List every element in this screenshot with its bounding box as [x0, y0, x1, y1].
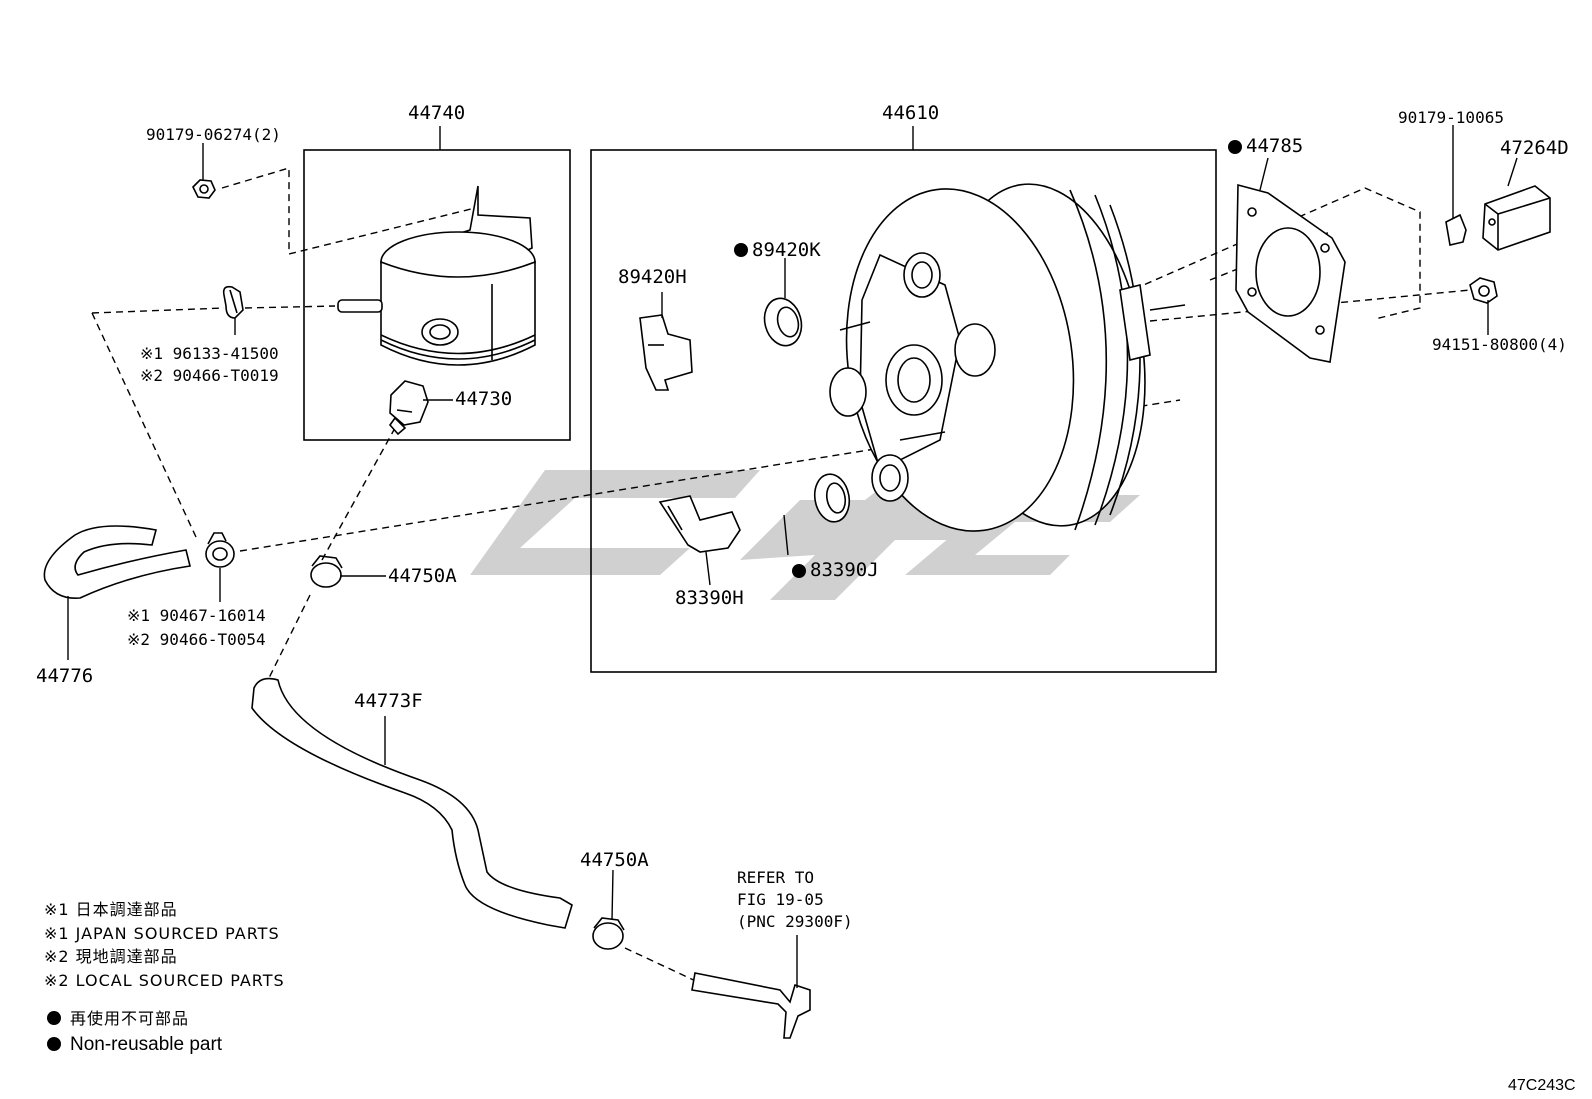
label-47264D[interactable]: 47264D [1500, 137, 1569, 159]
non-reusable-bullet-83390J [792, 564, 806, 578]
refer-note-line-1: REFER TO [737, 868, 814, 887]
label-44740[interactable]: 44740 [408, 102, 465, 124]
legend-nonreusable-en: Non-reusable part [70, 1034, 223, 1055]
diagram-code: 47C243C [1508, 1077, 1576, 1094]
label-94151-80800[interactable]: 94151-80800(4) [1432, 335, 1567, 354]
label-44750A-upper[interactable]: 44750A [388, 565, 457, 587]
label-89420K[interactable]: 89420K [752, 239, 821, 261]
label-44773F[interactable]: 44773F [354, 690, 423, 712]
legend-japan-en: ※1 JAPAN SOURCED PARTS [44, 924, 280, 943]
label-90466-T0019[interactable]: ※2 90466-T0019 [140, 366, 279, 385]
clamp-90467-drawing [205, 532, 235, 568]
legend-bullet-1 [47, 1011, 61, 1025]
label-96133-41500[interactable]: ※1 96133-41500 [140, 344, 279, 363]
label-44776[interactable]: 44776 [36, 665, 93, 687]
label-90179-06274[interactable]: 90179-06274(2) [146, 125, 281, 144]
legend-bullet-2 [47, 1037, 61, 1051]
clip-96133-drawing [222, 285, 244, 319]
valve-89420H-drawing [639, 314, 693, 391]
gasket-44785-drawing [1235, 183, 1346, 363]
clamp-44750A-lower-drawing [592, 917, 625, 950]
group-box-booster [590, 149, 1217, 673]
hose-44776-drawing [43, 525, 191, 599]
label-83390H[interactable]: 83390H [675, 587, 744, 609]
label-90467-16014[interactable]: ※1 90467-16014 [127, 606, 266, 625]
group-box-reservoir [303, 149, 571, 441]
grommet-83390J-drawing [813, 473, 851, 523]
label-44610[interactable]: 44610 [882, 102, 939, 124]
non-reusable-bullet-44785 [1228, 140, 1242, 154]
pipe-29300F-drawing [691, 972, 811, 1039]
legend-japan-jp: ※1 日本調達部品 [44, 900, 178, 919]
refer-note-line-2: FIG 19-05 [737, 890, 824, 909]
label-44785[interactable]: 44785 [1246, 135, 1303, 157]
non-reusable-bullet-89420K [734, 243, 748, 257]
clevis-47264D-drawing [1482, 185, 1551, 251]
booster-44610-drawing [829, 183, 1186, 532]
cap-90179-10065-drawing [1445, 213, 1467, 246]
label-89420H[interactable]: 89420H [618, 266, 687, 288]
valve-83390H-drawing [658, 495, 741, 553]
label-83390J[interactable]: 83390J [810, 559, 879, 581]
sensor-44730-drawing [388, 380, 429, 436]
label-44750A-lower[interactable]: 44750A [580, 849, 649, 871]
legend-nonreusable-jp: 再使用不可部品 [70, 1009, 189, 1028]
reservoir-44740-drawing [337, 185, 536, 366]
clamp-44750A-upper-drawing [310, 555, 343, 588]
legend-local-jp: ※2 現地調達部品 [44, 947, 178, 966]
nut-94151-drawing [1469, 277, 1498, 304]
label-90466-T0054[interactable]: ※2 90466-T0054 [127, 630, 266, 649]
leader-lines [67, 125, 1518, 988]
label-44730[interactable]: 44730 [455, 388, 512, 410]
legend-local-en: ※2 LOCAL SOURCED PARTS [44, 971, 285, 990]
hose-44773F-drawing [251, 677, 573, 929]
grommet-89420K-drawing [763, 297, 803, 347]
refer-note-line-3: (PNC 29300F) [737, 912, 853, 931]
label-90179-10065[interactable]: 90179-10065 [1398, 108, 1504, 127]
nut-90179-06274-drawing [192, 179, 216, 199]
